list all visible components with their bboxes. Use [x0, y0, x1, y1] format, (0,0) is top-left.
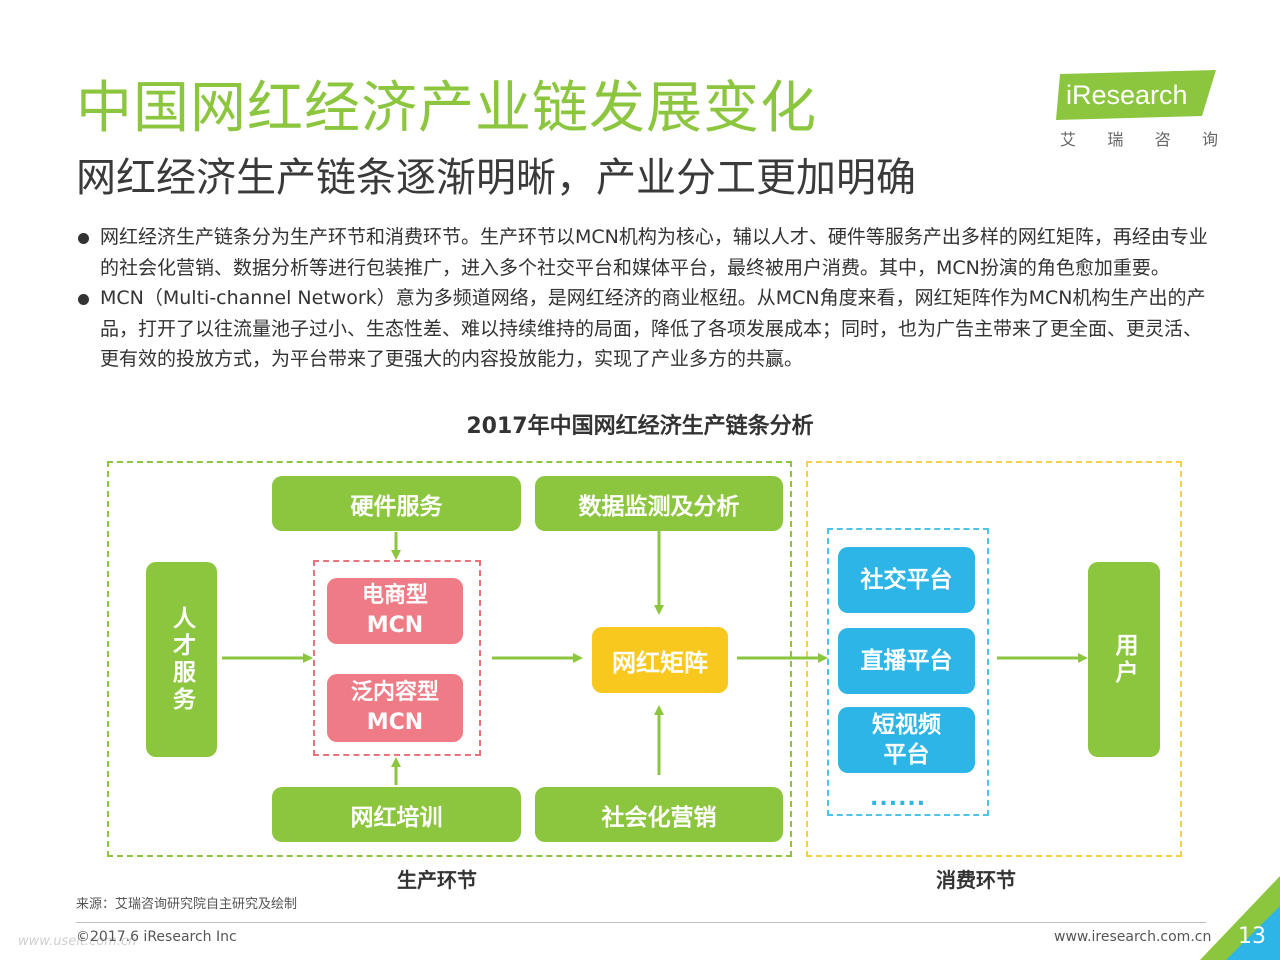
data-analysis-box: 数据监测及分析: [535, 476, 783, 531]
diagram-title: 2017年中国网红经济生产链条分析: [466, 414, 814, 439]
footer-divider: [76, 922, 1206, 923]
logo-char: 艾: [1060, 130, 1077, 149]
influencer-training-box: 网红培训: [272, 787, 521, 842]
logo-chinese-name: 艾 瑞 咨 询: [1060, 126, 1218, 150]
bullet-item: 网红经济生产链条分为生产环节和消费环节。生产环节以MCN机构为核心，辅以人才、硬…: [76, 222, 1211, 283]
page-number: 13: [1238, 924, 1266, 949]
production-stage-label: 生产环节: [397, 868, 477, 892]
influencer-matrix-box: 网红矩阵: [592, 627, 728, 693]
logo-wordmark: iResearch: [1066, 80, 1188, 110]
copyright-text: ©2017.6 iResearch Inc: [76, 929, 237, 945]
talent-service-box: 人才服务: [146, 562, 217, 757]
source-note: 来源：艾瑞咨询研究院自主研究及绘制: [76, 897, 298, 912]
bullet-item: MCN（Multi-channel Network）意为多频道网络，是网红经济的…: [76, 283, 1211, 375]
page-subtitle: 网红经济生产链条逐渐明晰，产业分工更加明确: [76, 155, 916, 201]
bullet-list: 网红经济生产链条分为生产环节和消费环节。生产环节以MCN机构为核心，辅以人才、硬…: [76, 222, 1211, 375]
consumption-stage-label: 消费环节: [936, 868, 1016, 892]
logo-char: 询: [1201, 130, 1218, 149]
platform-zone: [827, 528, 989, 816]
social-platform-box: 社交平台: [838, 547, 975, 613]
ecommerce-mcn-box: 电商型 MCN: [327, 578, 463, 644]
page-corner-decoration: [1200, 876, 1280, 960]
hardware-service-box: 硬件服务: [272, 476, 521, 531]
website-link: www.iresearch.com.cn: [1054, 929, 1212, 945]
social-marketing-box: 社会化营销: [535, 787, 783, 842]
logo-char: 瑞: [1107, 130, 1124, 149]
iresearch-logo: [1056, 70, 1216, 120]
mcn-zone: [313, 560, 481, 756]
live-platform-box: 直播平台: [838, 628, 975, 694]
watermark: www.useit.com.cn: [18, 934, 137, 949]
content-mcn-box: 泛内容型 MCN: [327, 674, 463, 742]
logo-char: 咨: [1154, 130, 1171, 149]
user-box: 用户: [1088, 562, 1160, 757]
more-platforms-ellipsis: ......: [870, 786, 927, 811]
short-video-platform-box: 短视频 平台: [838, 707, 975, 773]
page-title: 中国网红经济产业链发展变化: [76, 76, 817, 141]
